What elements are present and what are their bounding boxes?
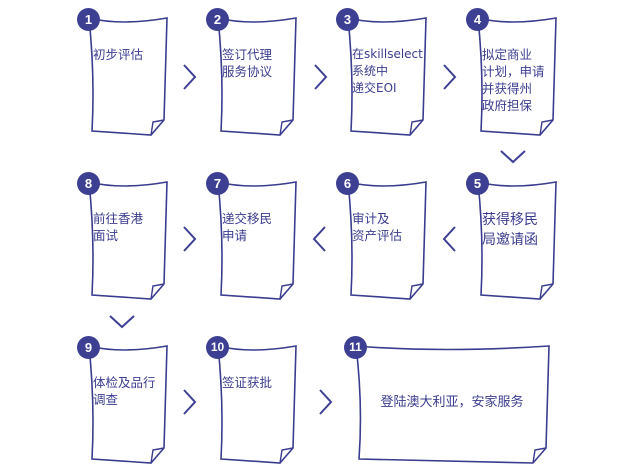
step-number-badge: 11 — [344, 336, 367, 359]
step-label: 获得移民 局邀请函 — [482, 212, 538, 248]
arrow-right-icon — [183, 226, 197, 252]
arrow-right-icon — [314, 64, 328, 90]
arrow-right-icon — [183, 64, 197, 90]
step-label: 在skillselect 系统中 递交EOI — [352, 47, 423, 95]
step-card-8: 8 前往香港 面试 — [77, 172, 169, 302]
step-number-badge: 5 — [466, 172, 489, 195]
card-shape — [88, 344, 168, 464]
step-number-badge: 2 — [206, 8, 229, 31]
card-shape — [477, 180, 557, 300]
arrow-down-icon — [500, 150, 526, 164]
step-card-1: 1 初步评估 — [77, 8, 169, 138]
card-shape — [347, 16, 427, 136]
step-label: 拟定商业 计划，申请 并获得州 政府担保 — [482, 47, 545, 113]
step-label: 登陆澳大利亚，安家服务 — [380, 395, 524, 410]
card-shape — [217, 180, 297, 300]
step-label: 递交移民 申请 — [222, 211, 273, 243]
arrow-right-icon — [319, 389, 333, 415]
card-shape — [347, 180, 427, 300]
step-label: 签证获批 — [222, 375, 273, 390]
step-number-badge: 6 — [336, 172, 359, 195]
step-label: 审计及 资产评估 — [352, 211, 403, 243]
arrow-right-icon — [183, 389, 197, 415]
step-card-4: 4 拟定商业 计划，申请 并获得州 政府担保 — [466, 8, 558, 138]
step-label: 前往香港 面试 — [93, 211, 144, 243]
step-number-badge: 3 — [336, 8, 359, 31]
step-card-6: 6 审计及 资产评估 — [336, 172, 428, 302]
card-shape — [88, 16, 168, 136]
step-card-7: 7 递交移民 申请 — [206, 172, 298, 302]
arrow-left-icon — [442, 226, 456, 252]
step-card-3: 3 在skillselect 系统中 递交EOI — [336, 8, 428, 138]
step-number-badge: 4 — [466, 8, 489, 31]
step-label: 初步评估 — [93, 47, 144, 62]
step-label: 签订代理 服务协议 — [222, 47, 273, 79]
arrow-down-icon — [109, 315, 135, 329]
card-shape — [355, 345, 550, 464]
arrow-right-icon — [443, 64, 457, 90]
step-card-2: 2 签订代理 服务协议 — [206, 8, 298, 138]
step-card-9: 9 体检及品行 调查 — [77, 336, 169, 466]
step-number-badge: 8 — [77, 172, 100, 195]
card-shape — [217, 344, 297, 464]
step-number-badge: 1 — [77, 8, 100, 31]
arrow-left-icon — [312, 226, 326, 252]
card-shape — [477, 16, 557, 136]
step-number-badge: 10 — [206, 336, 229, 359]
card-shape — [217, 16, 297, 136]
step-card-10: 10 签证获批 — [206, 336, 298, 466]
step-label: 体检及品行 调查 — [93, 375, 156, 407]
step-card-5: 5 获得移民 局邀请函 — [466, 172, 558, 302]
card-shape — [88, 180, 168, 300]
step-number-badge: 7 — [206, 172, 229, 195]
step-card-11: 11 登陆澳大利亚，安家服务 — [344, 336, 552, 466]
step-number-badge: 9 — [77, 336, 100, 359]
